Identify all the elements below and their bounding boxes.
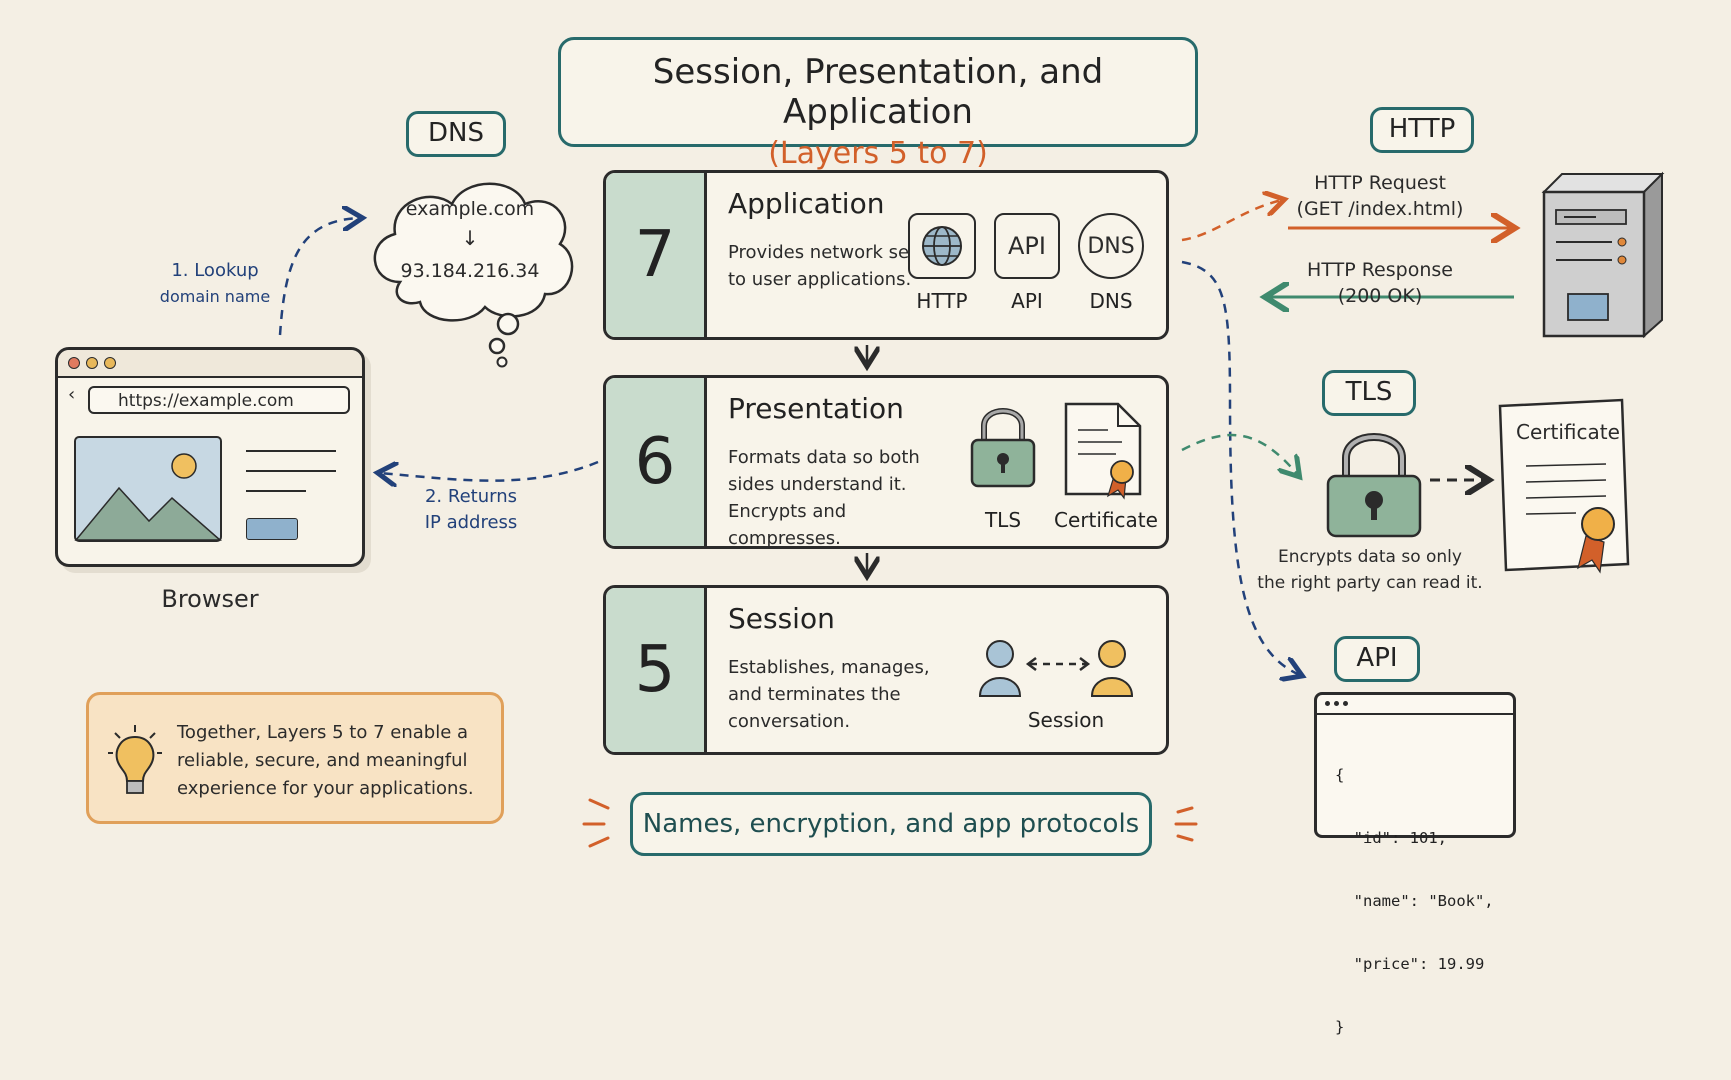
layer-number: 7 (606, 173, 707, 337)
layer-name: Session (728, 602, 835, 635)
browser-label: Browser (161, 585, 259, 613)
layer-7-application: 7 Application Provides network services … (603, 170, 1169, 340)
returns-label-line1: 2. Returns (424, 486, 517, 507)
http-tag: HTTP (1370, 107, 1474, 153)
dns-cloud (373, 182, 574, 368)
returns-arrow (380, 462, 599, 481)
window-dot-icon (1325, 701, 1330, 706)
footer-sparkles (582, 798, 1198, 848)
dns-domain: example.com (405, 198, 535, 220)
text-line (246, 450, 336, 452)
lookup-arrow (278, 218, 360, 336)
http-request-line2: (GET /index.html) (1296, 198, 1464, 220)
icon-label-tls: TLS (984, 508, 1022, 532)
layer-description: Formats data so both sides understand it… (728, 447, 920, 549)
button-placeholder (246, 518, 298, 540)
lightbulb-icon (108, 725, 162, 794)
tls-tag: TLS (1322, 370, 1416, 416)
json-line: "id": 101, (1335, 829, 1447, 847)
back-chevron-icon: ‹ (68, 384, 76, 405)
dns-icon: DNS (1078, 213, 1144, 279)
server-icon (1541, 171, 1665, 339)
layer-5-session: 5 Session Establishes, manages, and term… (603, 585, 1169, 755)
layer-6-presentation: 6 Presentation Formats data so both side… (603, 375, 1169, 549)
tls-caption-line2: the right party can read it. (1257, 573, 1483, 593)
lookup-label: 1. Lookup domain name (150, 258, 280, 310)
globe-icon (908, 213, 976, 279)
icon-label-dns: DNS (1089, 289, 1133, 313)
browser-url: https://example.com (88, 386, 350, 414)
http-response-label: HTTP Response (200 OK) (1290, 257, 1470, 309)
tls-caption: Encrypts data so only the right party ca… (1245, 544, 1495, 596)
api-arrow (1181, 260, 1300, 675)
returns-label: 2. Returns IP address (406, 484, 536, 536)
certificate-label: Certificate (1516, 420, 1620, 444)
window-dot-icon (1343, 701, 1348, 706)
dns-ip: 93.184.216.34 (400, 260, 540, 282)
json-line: { (1335, 766, 1345, 784)
http-response-line1: HTTP Response (1307, 259, 1453, 281)
layer-number: 5 (606, 588, 707, 752)
api-json-window: { "id": 101, "name": "Book", "price": 19… (1314, 692, 1516, 1036)
tls-caption-line1: Encrypts data so only (1278, 547, 1462, 567)
api-tag: API (1334, 636, 1420, 682)
layer-number: 6 (606, 378, 707, 546)
connector-lines (278, 0, 1731, 848)
json-line: } (1335, 1018, 1345, 1036)
diagram-subtitle: (Layers 5 to 7) (768, 136, 988, 171)
returns-label-line2: IP address (424, 512, 518, 533)
code-titlebar (1317, 695, 1513, 715)
icon-label-api: API (1011, 289, 1043, 313)
dns-down-arrow: ↓ (461, 226, 479, 250)
padlock-icon (970, 408, 1036, 488)
lookup-label-line2: domain name (159, 287, 271, 306)
tip-text: Together, Layers 5 to 7 enable a reliabl… (177, 722, 474, 799)
api-json-code: { "id": 101, "name": "Book", "price": 19… (1335, 723, 1494, 1080)
window-dot-icon (1334, 701, 1339, 706)
layer-name: Presentation (728, 392, 904, 425)
certificate-document-icon (1498, 398, 1630, 574)
http-request-label: HTTP Request (GET /index.html) (1290, 170, 1470, 222)
minimize-dot-icon (86, 357, 98, 369)
tip-box: Together, Layers 5 to 7 enable a reliabl… (86, 692, 504, 824)
close-dot-icon (68, 357, 80, 369)
text-line (246, 470, 336, 472)
icon-label-certificate: Certificate (1054, 508, 1158, 532)
footer-caption: Names, encryption, and app protocols (630, 792, 1152, 856)
http-request-line1: HTTP Request (1314, 172, 1446, 194)
api-icon: API (994, 213, 1060, 279)
image-placeholder-icon (74, 436, 222, 542)
layer-description: Provides network services to user applic… (728, 242, 963, 290)
icon-label-session: Session (1027, 708, 1105, 732)
http-response-line2: (200 OK) (1337, 285, 1423, 307)
title-box: Session, Presentation, and Application (… (558, 37, 1198, 171)
browser-window: ‹ https://example.com (55, 347, 365, 567)
http-arrow (1181, 200, 1282, 242)
dns-tag: DNS (406, 111, 506, 157)
tls-padlock-icon (1326, 433, 1422, 538)
maximize-dot-icon (104, 357, 116, 369)
browser-titlebar (58, 350, 362, 378)
tls-arrow (1181, 433, 1298, 475)
json-line: "name": "Book", (1335, 892, 1494, 910)
layer-name: Application (728, 187, 885, 220)
icon-label-http: HTTP (916, 289, 968, 313)
text-line (246, 490, 306, 492)
certificate-icon (1064, 402, 1142, 500)
users-session-icon (978, 640, 1134, 697)
layer-description: Establishes, manages, and terminates the… (728, 657, 930, 732)
lookup-label-line1: 1. Lookup (171, 260, 259, 281)
json-line: "price": 19.99 (1335, 955, 1485, 973)
diagram-title: Session, Presentation, and Application (652, 52, 1104, 132)
